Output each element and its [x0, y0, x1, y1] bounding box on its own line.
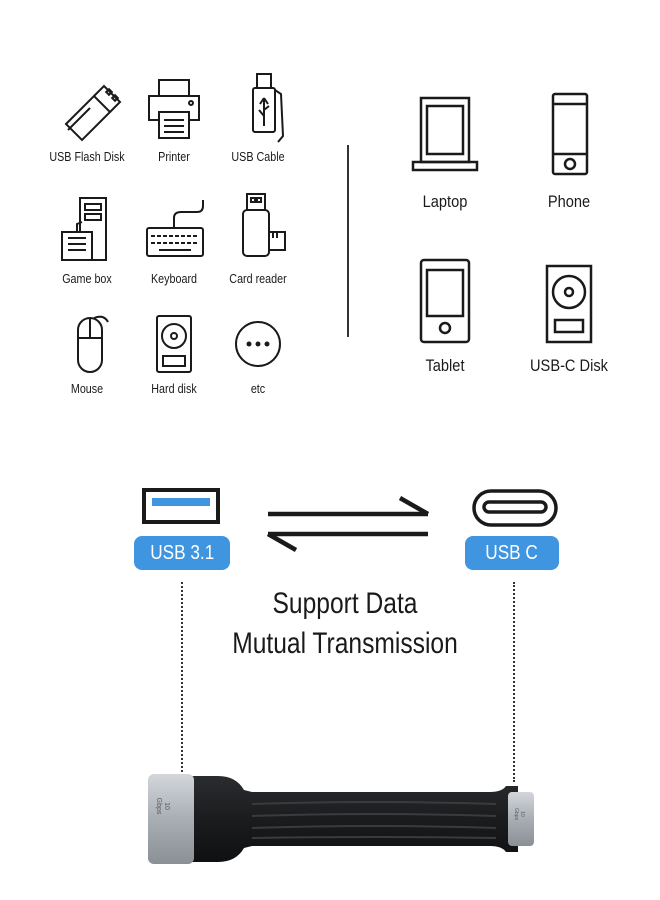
right-plug-engraving: 10 Gbps [513, 808, 525, 820]
etc-item: etc [203, 310, 313, 396]
usb-flash-disk-item: USB Flash Disk [32, 72, 142, 164]
device-label: USB-C Disk [530, 356, 608, 375]
usb-3-1-badge: USB 3.1 [134, 536, 230, 570]
usb-c-port-icon [472, 489, 558, 527]
usb-c-disk-item: USB-C Disk [514, 262, 624, 376]
keyboard-item: Keyboard [119, 194, 229, 286]
right-connector-guide [513, 582, 515, 782]
card-reader-icon [242, 193, 286, 257]
usb-a-port-icon [142, 488, 220, 524]
tablet-item: Tablet [390, 256, 500, 376]
keyboard-icon [146, 200, 204, 257]
usb-cable-item: USB Cable [203, 70, 313, 164]
left-connector-guide [181, 582, 183, 772]
tablet-icon [419, 258, 471, 344]
card-reader-item: Card reader [203, 190, 313, 286]
device-label: USB Flash Disk [49, 150, 125, 164]
flat-cable-illustration: 10 Gbps 10 Gbps [140, 770, 540, 870]
headline-line-1: Support Data [272, 587, 418, 620]
hard-disk-icon [156, 315, 192, 373]
device-label: Laptop [422, 192, 468, 211]
bidirectional-arrows-icon [266, 496, 430, 552]
flat-cable-body [148, 774, 534, 864]
usb-flash-disk-icon [64, 84, 122, 142]
device-label: USB Cable [231, 150, 285, 164]
device-label: etc [250, 382, 266, 396]
usb-cable-icon [252, 73, 285, 143]
laptop-icon [411, 96, 479, 172]
device-label: Mouse [70, 382, 104, 396]
printer-item: Printer [119, 72, 229, 164]
device-label: Card reader [229, 272, 287, 286]
device-label: Keyboard [150, 272, 198, 286]
section-divider [347, 145, 349, 337]
headline: Support Data Mutual Transmission [130, 584, 560, 664]
device-label: Phone [547, 192, 591, 211]
device-label: Tablet [425, 356, 465, 375]
ellipsis-icon [235, 321, 281, 367]
mouse-icon [77, 315, 109, 373]
phone-icon [551, 92, 589, 176]
device-label: Hard disk [151, 382, 197, 396]
game-box-icon [61, 197, 107, 261]
usb-c-disk-icon [545, 264, 593, 344]
mouse-item: Mouse [32, 310, 142, 396]
device-label: Printer [158, 150, 190, 164]
left-plug-engraving: 10 Gbps [155, 797, 170, 815]
headline-line-2: Mutual Transmission [232, 627, 458, 660]
hard-disk-item: Hard disk [119, 310, 229, 396]
laptop-item: Laptop [390, 90, 500, 212]
phone-item: Phone [514, 90, 624, 212]
game-box-item: Game box [32, 194, 142, 286]
printer-icon [148, 79, 200, 139]
usb-c-badge: USB C [465, 536, 559, 570]
device-label: Game box [62, 272, 112, 286]
